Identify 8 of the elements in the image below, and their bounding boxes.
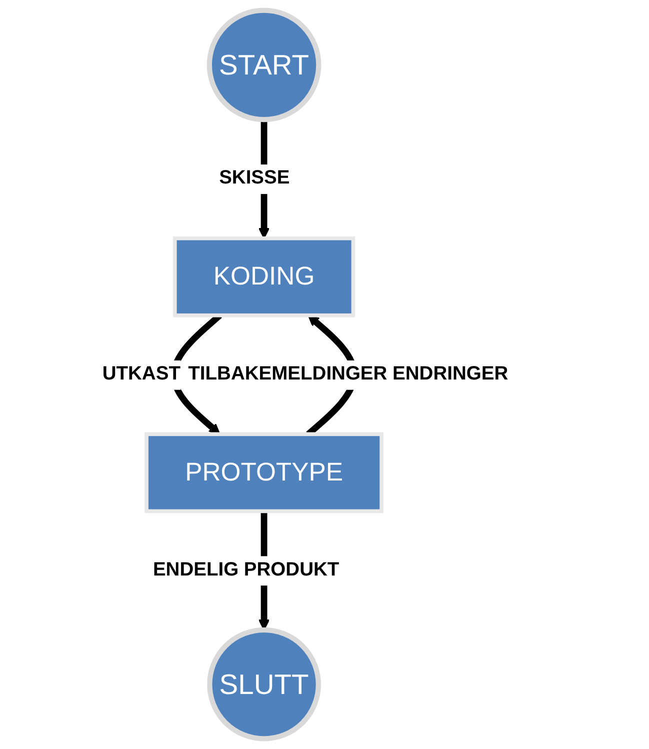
node-box: PROTOTYPE	[144, 432, 384, 514]
node-circle: START	[206, 8, 322, 122]
edge-label: TILBAKEMELDINGER ENDRINGER	[188, 362, 508, 385]
node-circle: SLUTT	[207, 627, 321, 742]
edge-label: UTKAST	[102, 362, 180, 385]
node-box: KODING	[172, 236, 356, 318]
edge-label: ENDELIG PRODUKT	[152, 558, 340, 581]
edge-label: SKISSE	[219, 167, 290, 189]
